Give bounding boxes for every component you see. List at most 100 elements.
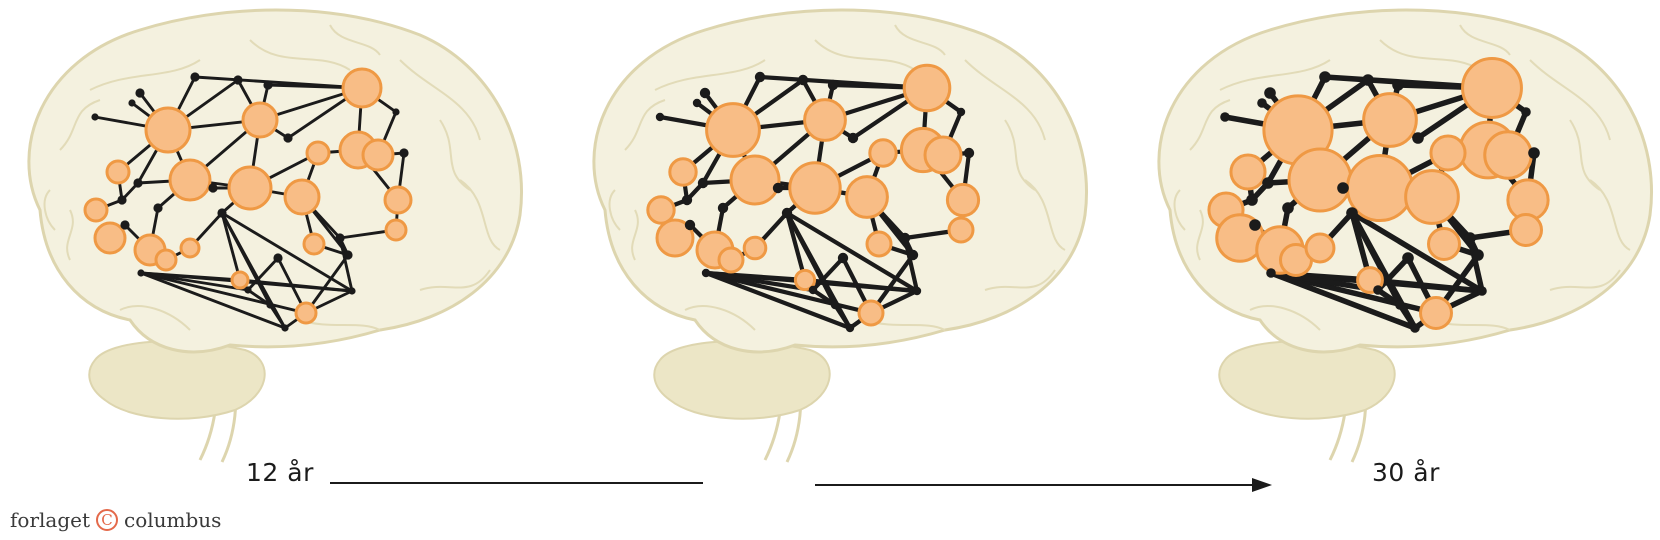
junction-node xyxy=(754,71,766,83)
connection-line xyxy=(139,271,287,330)
junction-node xyxy=(1362,74,1374,86)
junction-node xyxy=(1528,147,1540,159)
hub-node xyxy=(655,218,695,258)
junction-node xyxy=(912,286,922,296)
gyrus-line-0 xyxy=(1219,59,1331,91)
hub-node xyxy=(729,154,781,206)
timeline-arrowhead xyxy=(1252,478,1272,492)
junction-node xyxy=(135,88,145,98)
junction-node xyxy=(120,220,130,230)
hub-node xyxy=(865,230,893,258)
hub-node xyxy=(341,67,383,109)
logo-text-before: forlaget xyxy=(10,508,90,532)
hub-node xyxy=(646,195,676,225)
hub-node xyxy=(383,185,413,215)
junction-node xyxy=(128,99,136,107)
hub-node xyxy=(1304,232,1336,264)
brain-network-age-30 xyxy=(1157,8,1653,463)
hub-node xyxy=(1404,169,1460,225)
junction-node xyxy=(963,147,975,159)
junction-node xyxy=(91,113,99,121)
gyrus-line-4 xyxy=(459,179,501,251)
junction-node xyxy=(1319,71,1331,83)
junction-node xyxy=(1477,286,1487,296)
junction-node xyxy=(907,249,919,261)
gyrus-line-1 xyxy=(249,39,351,71)
gyrus-line-8 xyxy=(1569,119,1601,191)
junction-node xyxy=(1392,79,1404,91)
junction-node xyxy=(692,98,702,108)
gyrus-line-6 xyxy=(66,209,74,261)
hub-node xyxy=(947,216,975,244)
hub-node xyxy=(154,248,178,272)
junction-node xyxy=(1246,194,1258,206)
hub-node xyxy=(283,178,321,216)
hub-node xyxy=(1287,147,1353,213)
junction-node xyxy=(266,301,274,309)
connection-line xyxy=(1367,277,1485,294)
age-label-start: 12 år xyxy=(246,458,314,487)
hub-node xyxy=(945,182,981,218)
gyrus-line-5 xyxy=(1549,269,1621,291)
connection-line xyxy=(784,210,838,308)
connection-line xyxy=(139,271,250,292)
hub-node xyxy=(788,161,842,215)
cerebellum xyxy=(1218,340,1396,420)
connection-line xyxy=(193,75,364,90)
connection-line xyxy=(703,270,874,316)
junction-node xyxy=(399,148,409,158)
junction-node xyxy=(190,72,200,82)
connection-line xyxy=(703,270,853,331)
gyrus-line-1 xyxy=(814,39,916,71)
connection-line xyxy=(246,288,272,307)
junction-node xyxy=(808,285,818,295)
network-nodes xyxy=(83,67,413,332)
hub-node xyxy=(793,268,817,292)
gyrus-line-10 xyxy=(329,24,381,56)
junction-node xyxy=(208,183,218,193)
junction-node xyxy=(699,87,711,99)
hub-node xyxy=(83,197,109,223)
gyrus-line-9 xyxy=(1249,305,1321,331)
connection-line xyxy=(246,256,280,292)
hub-node xyxy=(1362,92,1418,148)
connection-line xyxy=(220,211,242,282)
junction-node xyxy=(217,208,227,218)
gyrus-line-11 xyxy=(43,189,56,231)
junction-node xyxy=(1521,107,1531,117)
junction-node xyxy=(681,194,693,206)
junction-node xyxy=(899,232,911,244)
gyrus-line-11 xyxy=(608,189,621,231)
junction-node xyxy=(827,79,839,91)
hub-node xyxy=(1229,153,1267,191)
hub-node xyxy=(868,138,898,168)
gyrus-line-9 xyxy=(684,305,756,331)
hub-node xyxy=(857,299,885,327)
gyrus-line-8 xyxy=(439,119,471,191)
junction-node xyxy=(956,107,966,117)
gyrus-line-9 xyxy=(119,305,191,331)
gyrus-line-4 xyxy=(1024,179,1066,251)
junction-node xyxy=(1257,98,1267,108)
junction-node xyxy=(137,269,145,277)
connection-line xyxy=(784,210,808,283)
hub-node xyxy=(705,102,761,158)
junction-node xyxy=(263,80,273,90)
gyrus-line-10 xyxy=(894,24,946,56)
gyrus-line-3 xyxy=(624,99,666,151)
gyrus-line-4 xyxy=(1589,179,1631,251)
junction-node xyxy=(781,207,793,219)
hub-node xyxy=(294,301,318,325)
connection-line xyxy=(1268,270,1418,331)
hub-node xyxy=(803,98,847,142)
hub-node xyxy=(305,140,331,166)
publisher-logo: forlaget C columbus xyxy=(10,508,221,532)
gyrus-line-2 xyxy=(399,59,481,141)
network-nodes xyxy=(646,63,981,333)
hub-node xyxy=(1429,134,1467,172)
hub-node xyxy=(230,270,250,290)
copyright-icon: C xyxy=(96,509,118,531)
junction-node xyxy=(1402,252,1414,264)
junction-node xyxy=(1264,87,1276,99)
hub-node xyxy=(179,237,201,259)
